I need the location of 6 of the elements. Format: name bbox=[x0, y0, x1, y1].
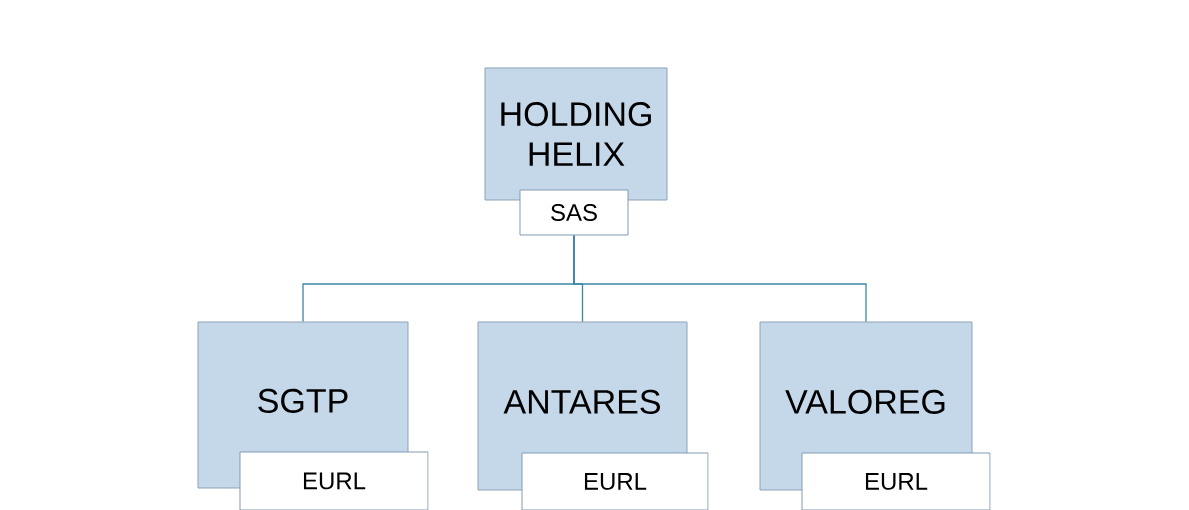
legal-form-tag: EURL bbox=[801, 452, 991, 510]
connector-line bbox=[573, 234, 867, 323]
legal-form-tag: SAS bbox=[519, 189, 629, 236]
company-box: HOLDING HELIX bbox=[484, 67, 668, 201]
legal-form-tag: EURL bbox=[521, 452, 709, 510]
legal-form-tag: EURL bbox=[239, 451, 429, 510]
